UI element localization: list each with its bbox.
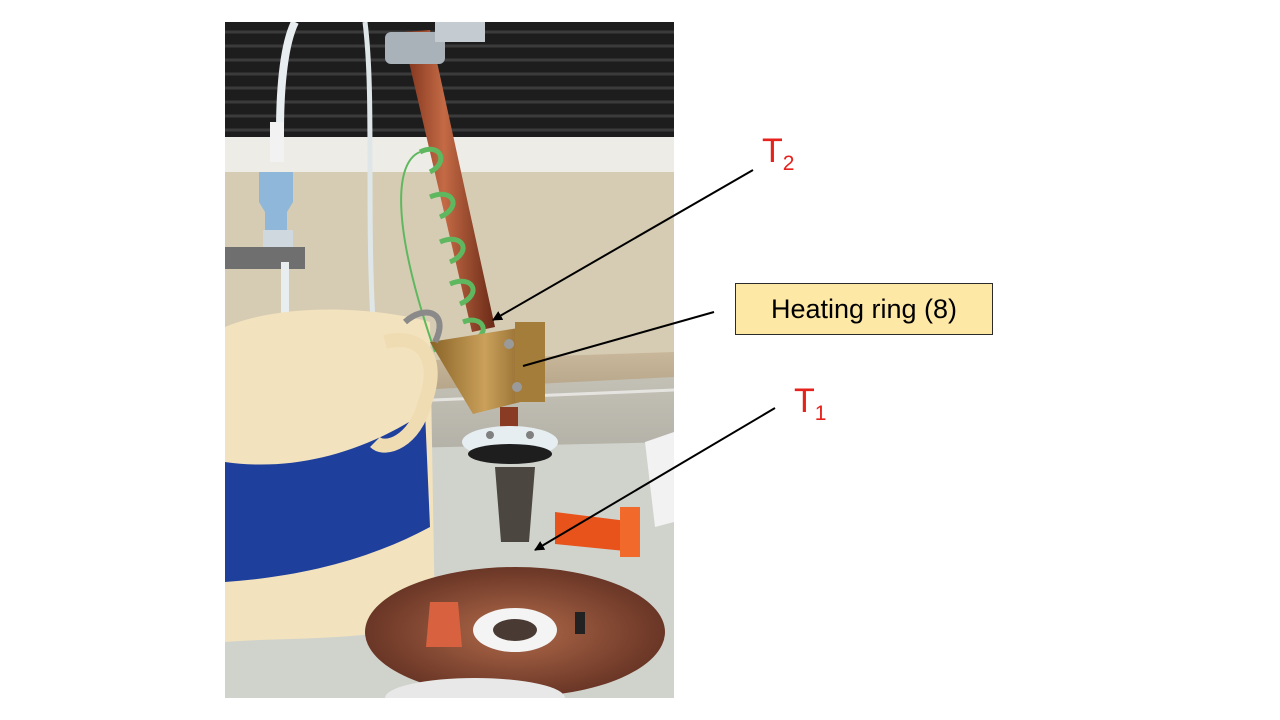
heating-ring-label: Heating ring (8) — [770, 293, 958, 324]
t1-label-main: T — [794, 382, 815, 420]
t2-arrow — [492, 169, 754, 321]
t2-label-main: T — [762, 132, 783, 170]
t2-label-sub: 2 — [782, 152, 795, 175]
heating-ring-pointer — [522, 311, 715, 367]
t2-label: T2 — [762, 134, 794, 174]
heating-ring-callout: Heating ring (8) — [735, 283, 993, 335]
apparatus-photo — [225, 22, 674, 698]
t1-label: T1 — [794, 384, 826, 424]
t1-label-sub: 1 — [814, 402, 827, 425]
t1-arrow — [534, 407, 776, 551]
